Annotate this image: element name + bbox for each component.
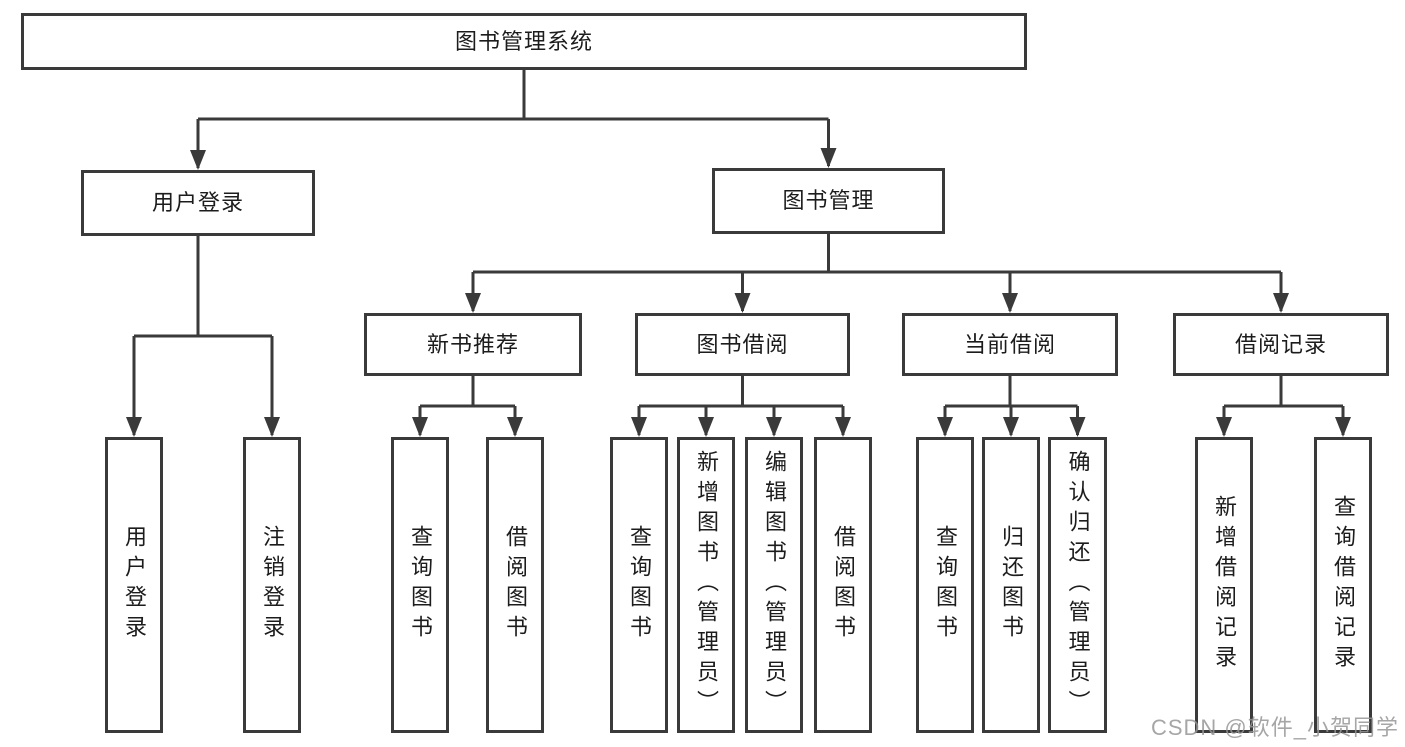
connector-lines: [132, 70, 1345, 435]
diagram-node-bb-borrow: 借阅图书: [814, 437, 872, 733]
diagram-node-current-borrow: 当前借阅: [902, 313, 1118, 376]
diagram-node-cb-return: 归还图书: [982, 437, 1040, 733]
arrowhead-icon: [1273, 293, 1289, 313]
watermark-text: CSDN @软件_小贺同学: [1150, 715, 1399, 740]
diagram-node-cb-confirm: 确认归还（管理员）: [1048, 437, 1107, 733]
diagram-node-label: 确认归还（管理员）: [1065, 450, 1091, 720]
diagram-node-label: 新增图书（管理员）: [694, 450, 719, 720]
diagram-node-label: 查询图书: [627, 525, 652, 645]
diagram-node-label: 查询借阅记录: [1331, 495, 1356, 675]
diagram-node-label: 图书管理系统: [454, 28, 593, 54]
arrowhead-icon: [190, 150, 206, 170]
arrowhead-icon: [264, 417, 280, 437]
diagram-node-bb-edit: 编辑图书（管理员）: [745, 437, 803, 733]
diagram-node-bb-add: 新增图书（管理员）: [677, 437, 735, 733]
diagram-node-borrow-records: 借阅记录: [1173, 313, 1389, 376]
diagram-node-label: 查询图书: [933, 525, 958, 645]
diagram-node-label: 用户登录: [122, 525, 147, 645]
arrowhead-icon: [412, 417, 428, 437]
diagram-node-root: 图书管理系统: [21, 13, 1027, 70]
arrowhead-icon: [1003, 417, 1019, 437]
arrowhead-icon: [734, 293, 751, 313]
diagram-node-label: 查询图书: [408, 525, 433, 645]
diagram-node-br-add: 新增借阅记录: [1195, 437, 1253, 733]
diagram-node-label: 借阅记录: [1234, 331, 1327, 357]
diagram-node-label: 借阅图书: [503, 525, 528, 645]
diagram-node-br-query: 查询借阅记录: [1314, 437, 1372, 733]
arrowhead-icon: [507, 417, 523, 437]
diagram-node-label: 编辑图书（管理员）: [762, 450, 787, 720]
diagram-node-book-borrow: 图书借阅: [635, 313, 850, 376]
diagram-node-login: 用户登录: [105, 437, 163, 733]
diagram-node-user-login: 用户登录: [81, 170, 315, 236]
arrowhead-icon: [1069, 417, 1086, 437]
diagram-node-label: 用户登录: [151, 190, 244, 215]
diagram-node-cb-query: 查询图书: [916, 437, 974, 733]
diagram-node-label: 归还图书: [999, 525, 1024, 645]
diagram-node-book-mgmt: 图书管理: [712, 168, 945, 234]
diagram-node-bb-query: 查询图书: [610, 437, 668, 733]
arrowhead-icon: [835, 417, 851, 437]
arrowhead-icon: [1002, 293, 1018, 313]
diagram-node-new-book-rec: 新书推荐: [364, 313, 582, 376]
arrowhead-icon: [1216, 417, 1232, 437]
arrowhead-icon: [1335, 417, 1351, 437]
diagram-node-rec-borrow: 借阅图书: [486, 437, 544, 733]
arrowhead-icon: [126, 417, 142, 437]
diagram-node-label: 当前借阅: [963, 331, 1056, 357]
arrowhead-icon: [631, 417, 647, 437]
arrowhead-icon: [820, 148, 837, 168]
diagram-node-label: 新增借阅记录: [1212, 495, 1237, 675]
diagram-node-label: 借阅图书: [831, 525, 856, 645]
diagram-node-label: 新书推荐: [426, 331, 519, 357]
diagram-node-label: 图书借阅: [696, 331, 789, 357]
diagram-node-logout: 注销登录: [243, 437, 301, 733]
diagram-node-label: 注销登录: [260, 525, 285, 645]
diagram-node-rec-query: 查询图书: [391, 437, 449, 733]
arrowhead-icon: [698, 417, 714, 437]
diagram-node-label: 图书管理: [782, 188, 875, 213]
arrowhead-icon: [766, 417, 782, 437]
arrowhead-icon: [937, 417, 953, 437]
arrowhead-icon: [465, 293, 481, 313]
